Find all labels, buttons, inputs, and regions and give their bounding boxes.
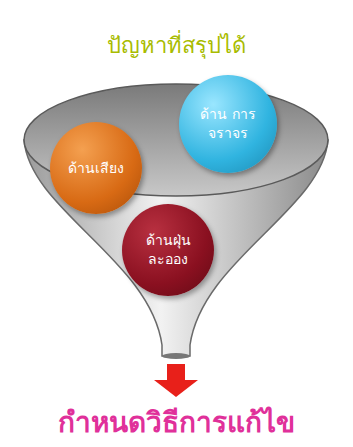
funnel-neck xyxy=(162,353,190,359)
topic-circle: ด้านเสียง xyxy=(50,122,142,214)
topic-circle: ด้าน การจราจร xyxy=(179,75,277,173)
arrow-head xyxy=(154,380,198,397)
arrow-shaft xyxy=(167,364,185,380)
topic-text: ด้าน การจราจร xyxy=(193,105,263,143)
result-label: กำหนดวิธีการแก้ไข xyxy=(0,400,353,444)
diagram-title: ปัญหาที่สรุปได้ xyxy=(0,28,353,63)
topic-text: ด้านเสียง xyxy=(56,159,136,178)
topic-text: ด้านฝุ่น ละออง xyxy=(137,231,199,269)
topic-circle: ด้านฝุ่น ละออง xyxy=(122,204,214,296)
